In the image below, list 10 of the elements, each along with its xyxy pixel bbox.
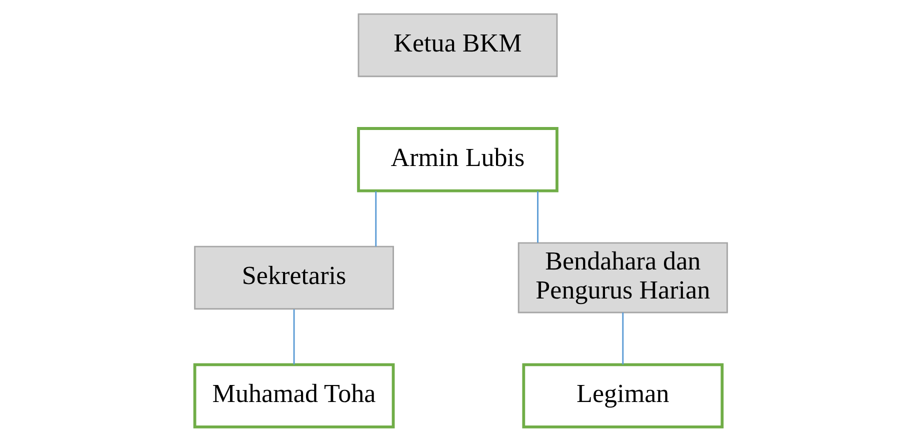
connector	[622, 312, 624, 364]
connector	[536, 191, 538, 243]
node-box: Muhamad Toha	[192, 363, 394, 428]
node-box: Bendahara dan Pengurus Harian	[517, 242, 728, 314]
connector	[374, 191, 376, 246]
connector	[292, 309, 294, 364]
node-box: Armin Lubis	[356, 127, 558, 192]
node-box: Sekretaris	[194, 246, 394, 310]
node-box: Ketua BKM	[357, 13, 558, 78]
node-box: Legiman	[522, 363, 724, 428]
